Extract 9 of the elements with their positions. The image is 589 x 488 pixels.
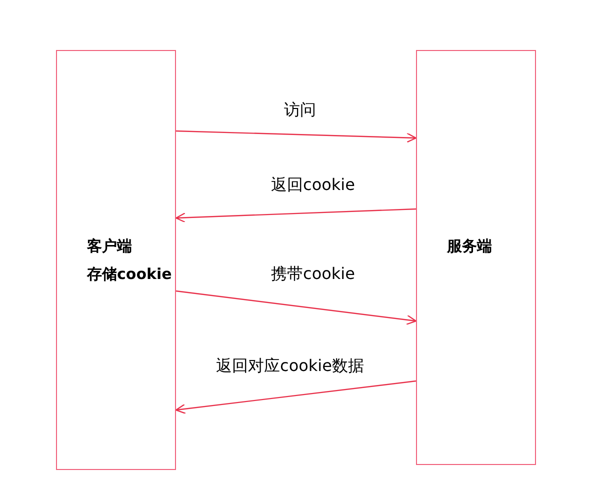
process-box xyxy=(416,50,536,465)
arrow xyxy=(175,380,416,414)
arrow xyxy=(176,130,417,143)
arrow xyxy=(176,290,417,325)
process-box xyxy=(56,50,176,470)
box-label: 服务端 xyxy=(447,237,492,256)
box-label: 客户端 xyxy=(87,237,132,256)
box-label: 存储cookie xyxy=(87,265,172,284)
arrow xyxy=(175,208,416,223)
